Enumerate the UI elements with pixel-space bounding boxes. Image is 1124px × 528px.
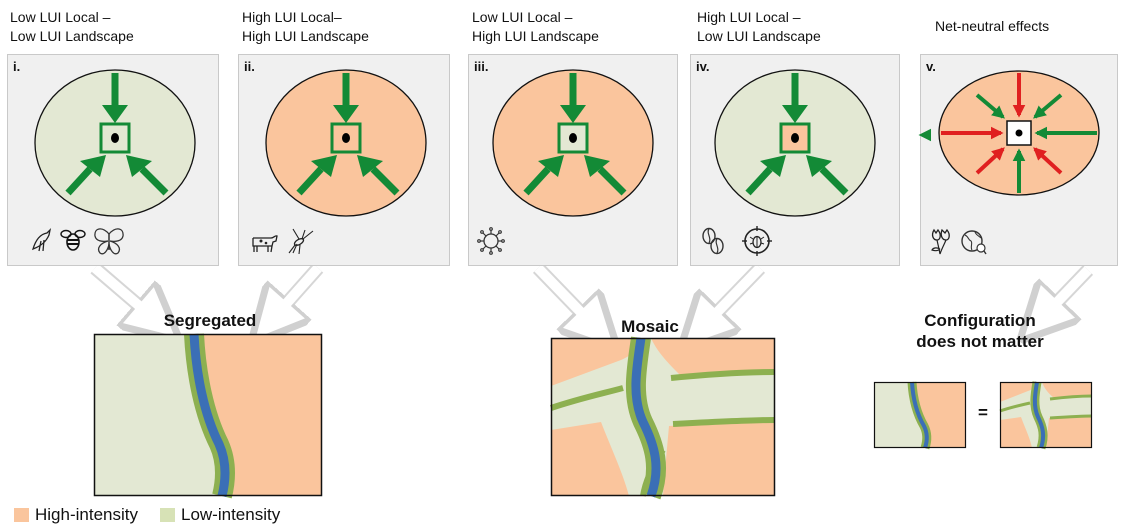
panel-2-diagram xyxy=(265,69,427,217)
panel-5: v. xyxy=(918,54,1118,266)
plot-centre-dot xyxy=(569,133,577,143)
panel-1-heading: Low LUI Local – Low LUI Landscape xyxy=(10,8,134,46)
positive-arrows xyxy=(523,73,627,196)
legend: High-intensity Low-intensity xyxy=(14,504,280,526)
panel-5-heading: Net-neutral effects xyxy=(935,17,1049,36)
coffee-beans-icon xyxy=(702,227,724,255)
plot-centre-dot xyxy=(342,133,350,143)
panel-3-heading: Low LUI Local – High LUI Landscape xyxy=(472,8,599,46)
panel-1-numeral: i. xyxy=(13,59,21,74)
equals-sign: = xyxy=(978,403,988,422)
panel-4-heading: High LUI Local – Low LUI Landscape xyxy=(697,8,821,46)
mosaic-label: Mosaic xyxy=(621,317,679,336)
pest-target-icon xyxy=(742,226,772,256)
panel-3: iii. xyxy=(468,54,678,266)
panel-4-diagram xyxy=(714,69,876,217)
panel-1-heading-line-1: Low LUI Local – xyxy=(10,9,111,25)
panel-1-diagram xyxy=(34,69,196,217)
local-plot xyxy=(1006,120,1032,146)
panel-2: ii. xyxy=(238,54,450,266)
panel-1-heading-line-2: Low LUI Landscape xyxy=(10,28,134,44)
mosaic-patch-high-4 xyxy=(663,420,775,496)
legend-label-high: High-intensity xyxy=(35,505,138,524)
segregated-landscape-map xyxy=(93,333,323,499)
bee-icon xyxy=(60,229,86,251)
panel-2-heading-line-2: High LUI Landscape xyxy=(242,28,369,44)
panel-3-diagram xyxy=(492,69,654,217)
positive-arrows xyxy=(745,73,849,196)
river xyxy=(631,337,661,498)
hint-arrow-panel-1 xyxy=(90,262,158,322)
legend-label-low: Low-intensity xyxy=(181,505,281,524)
hint-arrow-panel-4 xyxy=(700,263,766,330)
mosaic-patch-high-1 xyxy=(551,338,641,386)
panel-3-heading-line-2: High LUI Landscape xyxy=(472,28,599,44)
map-frame xyxy=(93,333,323,497)
map-frame xyxy=(550,337,776,497)
panel-2-heading: High LUI Local– High LUI Landscape xyxy=(242,8,369,46)
butterfly-icon xyxy=(94,228,124,255)
small-segregated-map xyxy=(873,381,967,450)
virus-icon xyxy=(477,227,505,255)
river xyxy=(189,333,230,498)
configuration-label-line-1: Configuration xyxy=(924,311,1036,330)
cow-icon xyxy=(252,235,278,253)
panel-5-numeral: v. xyxy=(926,59,936,74)
hint-arrow-panel-3 xyxy=(532,263,598,330)
positive-arrows xyxy=(918,93,1097,193)
hint-arrow-panel-5 xyxy=(1040,265,1094,320)
plot-centre-dot xyxy=(1015,129,1023,137)
legend-swatch-high xyxy=(14,508,29,522)
panel-4-numeral: iv. xyxy=(696,59,710,74)
panel-4: iv. xyxy=(690,54,900,266)
panel-5-heading-line-1: Net-neutral effects xyxy=(935,18,1050,34)
bird-icon xyxy=(32,228,52,252)
local-plot xyxy=(99,122,131,154)
plot-centre-dot xyxy=(111,133,119,143)
configuration-label: Configuration does not matter xyxy=(880,310,1080,352)
mosaic-patch-high-3 xyxy=(651,338,775,376)
panel-2-heading-line-1: High LUI Local– xyxy=(242,9,342,25)
panel-1: i. xyxy=(7,54,219,266)
positive-arrows xyxy=(296,73,400,196)
plot-centre-dot xyxy=(791,133,799,143)
mosaic-landscape-map xyxy=(550,336,776,500)
hint-arrow-panel-2 xyxy=(270,263,324,322)
configuration-label-line-2: does not matter xyxy=(916,332,1044,351)
panel-4-heading-line-1: High LUI Local – xyxy=(697,9,801,25)
flower-icon xyxy=(931,228,950,255)
panel-3-numeral: iii. xyxy=(474,59,489,74)
panel-4-heading-line-2: Low LUI Landscape xyxy=(697,28,821,44)
local-plot xyxy=(779,122,811,154)
segregated-label: Segregated xyxy=(163,311,257,330)
panel-5-diagram xyxy=(918,70,1100,196)
positive-arrows xyxy=(65,73,169,196)
mosaic-patch-high-2 xyxy=(551,422,629,496)
negative-arrows xyxy=(941,73,1063,175)
small-mosaic-map xyxy=(999,381,1093,450)
legend-swatch-low xyxy=(160,508,175,522)
globe-icon xyxy=(961,230,987,255)
panel-3-heading-line-1: Low LUI Local – xyxy=(472,9,573,25)
local-plot xyxy=(330,122,362,154)
mosquito-icon xyxy=(288,228,314,255)
panel-2-numeral: ii. xyxy=(244,59,255,74)
